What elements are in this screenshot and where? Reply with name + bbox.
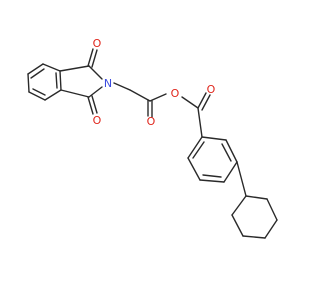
bond [245, 195, 268, 200]
bond [192, 141, 205, 159]
bond [32, 88, 46, 96]
ester-carbonyl-oxygen-label: O [147, 115, 156, 128]
bond [201, 94, 211, 111]
bond [129, 89, 151, 102]
bond [187, 157, 201, 181]
bond [149, 93, 167, 102]
bond [59, 70, 62, 91]
bond [221, 143, 232, 162]
bond [202, 174, 222, 178]
bond [199, 179, 225, 183]
bond [197, 92, 207, 109]
bond [187, 136, 203, 159]
bond [27, 73, 30, 93]
bond [91, 95, 98, 114]
bond [30, 68, 45, 79]
imide-oxygen-bottom-label: O [93, 114, 102, 127]
ketone-oxygen-label: O [207, 83, 216, 96]
bond [59, 65, 90, 72]
bond [225, 139, 238, 163]
bond [242, 235, 266, 239]
bond [231, 214, 244, 237]
molecule-structure: N O O O O O [27, 37, 278, 239]
bond [266, 198, 278, 221]
bond [91, 49, 98, 68]
bond [197, 107, 203, 138]
nitrogen-label: N [104, 77, 112, 90]
bonds [27, 48, 278, 239]
bond [236, 161, 247, 197]
bond [201, 136, 227, 141]
bond [28, 91, 46, 101]
bond [264, 219, 278, 239]
bond [42, 63, 61, 72]
bond [27, 63, 44, 75]
bond [231, 195, 247, 216]
bond [181, 96, 199, 109]
bond [88, 86, 103, 98]
bond [55, 72, 58, 89]
imide-oxygen-top-label: O [93, 37, 102, 50]
bond [87, 96, 94, 115]
bond [223, 161, 238, 183]
bond [44, 89, 62, 101]
structure-canvas: N O O O O O [27, 37, 278, 239]
bond [88, 65, 103, 80]
bond [113, 82, 131, 91]
atom-labels: N O O O O O [93, 37, 216, 128]
bond [87, 48, 94, 67]
bond [60, 89, 90, 98]
ester-oxygen-label: O [171, 87, 180, 100]
